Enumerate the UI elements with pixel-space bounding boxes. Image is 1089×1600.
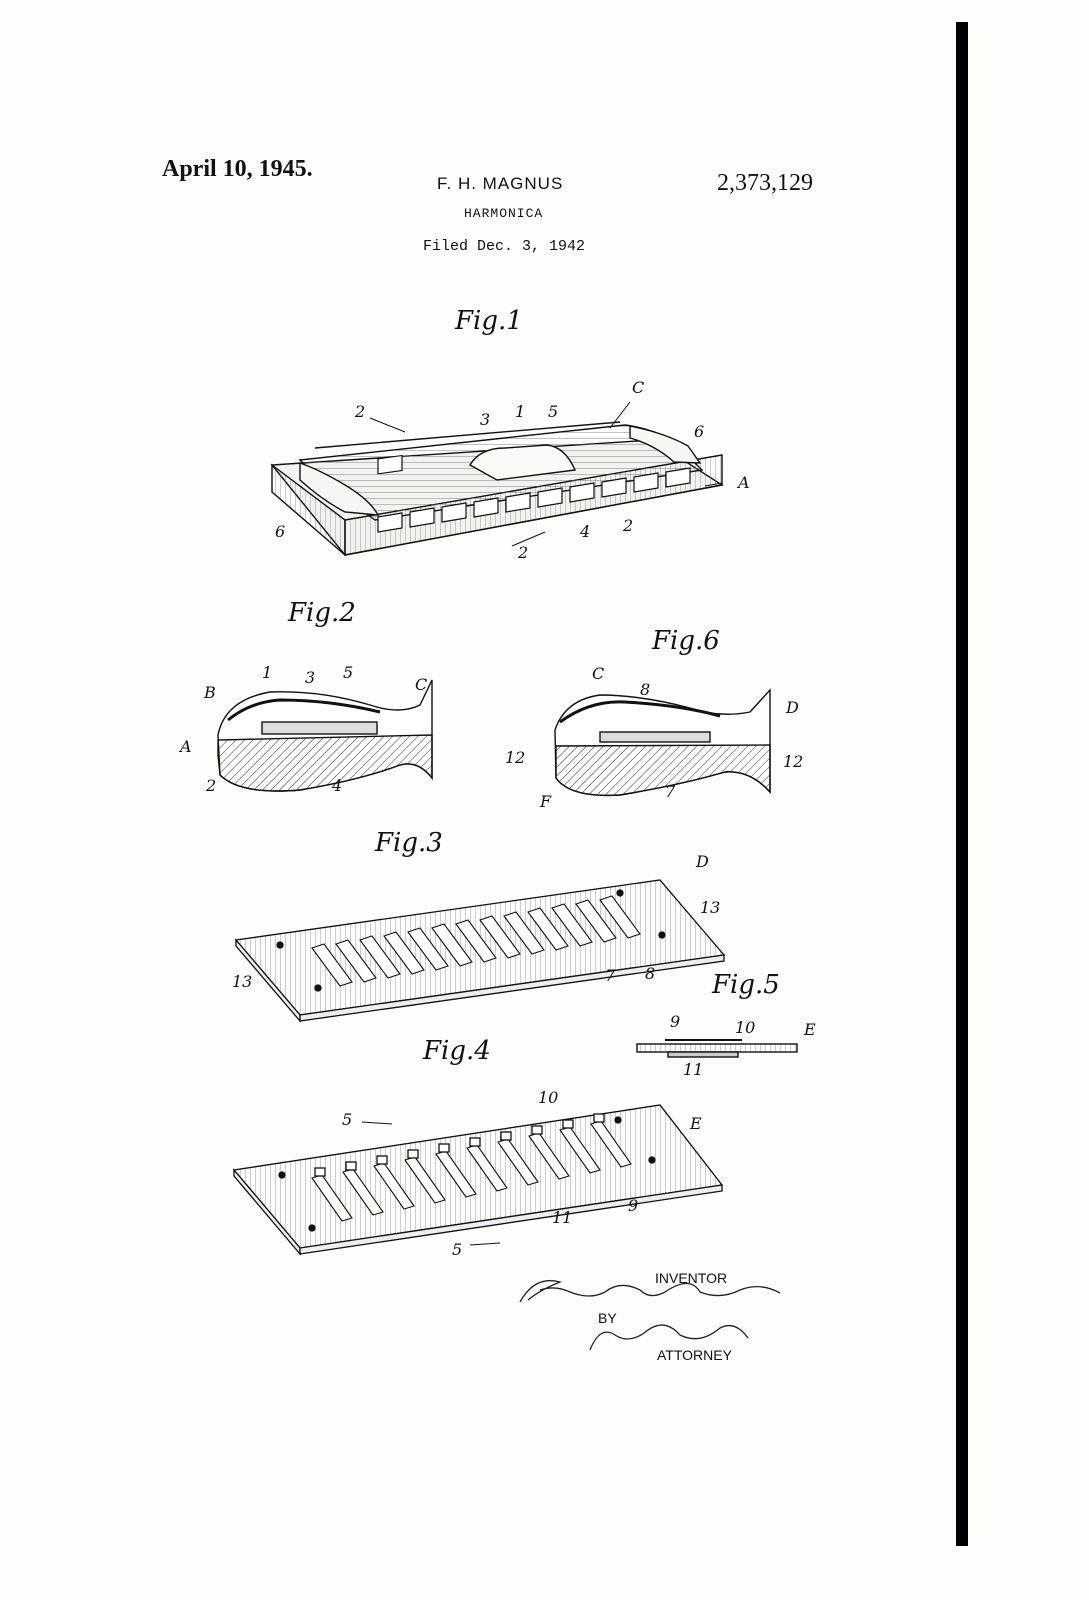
ref-label: 10 [538,1088,559,1107]
ref-label: 13 [232,972,253,991]
ref-label: 9 [670,1012,681,1031]
inventor-name: F. H. MAGNUS [437,174,564,193]
figure-5-side-view [636,1039,798,1058]
by-label: BY [598,1310,617,1326]
ref-label: C [592,664,605,683]
attorney-label: ATTORNEY [657,1347,732,1363]
right-border-rule [956,22,968,1546]
ref-label: 13 [700,898,721,917]
fig-5-label: Fig.5 [712,970,780,1000]
ref-label: A [180,737,192,756]
ref-label: 2 [623,516,634,535]
ref-label: F [540,792,552,811]
ref-label: 8 [640,680,651,699]
ref-label: 11 [552,1208,573,1227]
ref-label: C [632,378,645,397]
ref-label: 9 [628,1196,639,1215]
patent-title: HARMONICA [464,206,544,221]
ref-label: 4 [580,522,591,541]
handwritten-signature [519,1279,781,1351]
figure-4-reed-plate [232,1104,724,1256]
fig-2-label: Fig.2 [288,598,356,628]
ref-label: 1 [262,663,273,682]
figure-6-section [554,688,771,797]
ref-label: 11 [683,1060,704,1079]
ref-label: 10 [735,1018,756,1037]
ref-label: E [690,1114,702,1133]
patent-date: April 10, 1945. [162,156,313,182]
ref-label: 5 [342,1110,353,1129]
fig-6-label: Fig.6 [652,626,720,656]
ref-label: 2 [206,776,217,795]
ref-label: 2 [518,543,529,562]
figure-1-harmonica [270,401,724,557]
ref-label: 6 [275,522,286,541]
ref-label: 2 [355,402,366,421]
figure-3-reed-plate [234,879,726,1023]
figure-2-section [217,679,433,792]
ref-label: B [204,683,216,702]
ref-label: 7 [605,966,616,985]
ref-label: D [786,698,799,717]
inventor-label: INVENTOR [655,1270,728,1286]
fig-1-label: Fig.1 [455,306,523,336]
ref-label: 12 [505,748,526,767]
ref-label: C [415,675,428,694]
ref-label: 4 [332,776,343,795]
ref-label: 7 [665,782,676,801]
fig-3-label: Fig.3 [375,828,443,858]
ref-label: 1 [515,402,526,421]
ref-label: 5 [343,663,354,682]
fig-4-label: Fig.4 [423,1036,491,1066]
ref-label: A [738,473,750,492]
ref-label: D [696,852,709,871]
filed-date: Filed Dec. 3, 1942 [423,238,586,255]
ref-label: 5 [452,1240,463,1259]
ref-label: 6 [694,422,705,441]
ref-label: 3 [480,410,491,429]
patent-number: 2,373,129 [717,170,813,196]
ref-label: 8 [645,964,656,983]
ref-label: 3 [305,668,316,687]
ref-label: 12 [783,752,804,771]
ref-label: 5 [548,402,559,421]
ref-label: E [804,1020,816,1039]
